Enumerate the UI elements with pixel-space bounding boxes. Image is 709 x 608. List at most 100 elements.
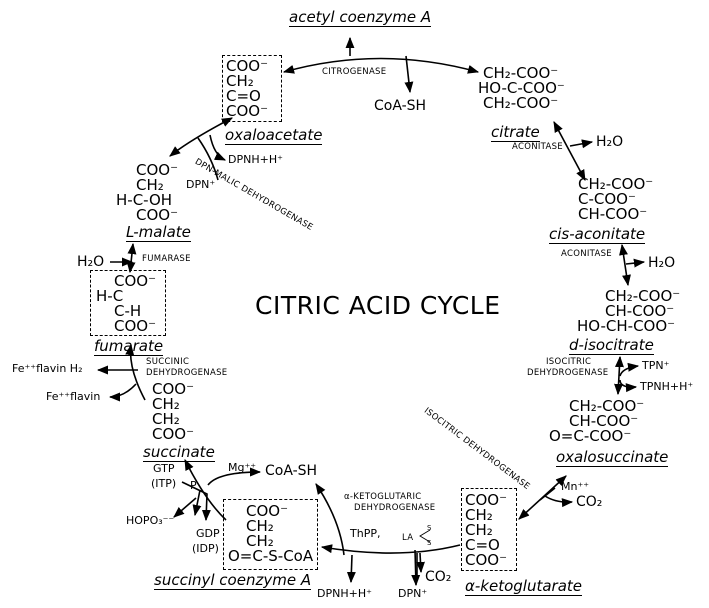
co2-bottom-out-arrow bbox=[415, 552, 425, 574]
label-d-isocitrate: d-isocitrate bbox=[569, 336, 654, 355]
formula-line: CH-COO⁻ bbox=[569, 412, 639, 430]
label-succinyl-coa: succinyl coenzyme A bbox=[154, 571, 312, 590]
succinyl-succinate-arrow bbox=[184, 458, 227, 521]
formula-line: COO⁻ bbox=[136, 206, 179, 224]
enzyme-akg-dh-1: α-KETOGLUTARIC bbox=[344, 492, 422, 502]
formula-line: COO⁻ bbox=[226, 102, 269, 120]
formula-line: C=O bbox=[226, 87, 261, 105]
hopo3-arrow bbox=[173, 497, 197, 518]
cofactor-dpnh-left: DPNH+H⁺ bbox=[228, 153, 283, 166]
dpnh-left-out-arrow bbox=[209, 134, 227, 161]
fumarate-box bbox=[90, 270, 166, 336]
formula-line: COO⁻ bbox=[136, 161, 179, 179]
malate-oxaloacetate-arrow bbox=[169, 117, 233, 157]
formula-line: CH₂ bbox=[246, 532, 274, 550]
formula-line: CH-COO⁻ bbox=[605, 302, 675, 320]
cofactor-fad-h2: Fe⁺⁺flavin H₂ bbox=[12, 362, 83, 375]
dpnh-out-arrow bbox=[346, 554, 356, 584]
formula-alpha-ketoglutarate: COO⁻ CH₂ CH₂ C=O COO⁻ bbox=[465, 493, 507, 568]
la-sulfur-1: S bbox=[427, 524, 432, 532]
enzyme-fumarase: FUMARASE bbox=[142, 254, 191, 264]
formula-line: CH₂-COO⁻ bbox=[483, 64, 559, 82]
formula-oxalosuccinate: CH₂-COO⁻ CH-COO⁻ O=C-COO⁻ bbox=[549, 399, 644, 444]
fumarate-malate-arrow bbox=[126, 242, 137, 274]
enzyme-citrogenase: CITROGENASE bbox=[322, 67, 387, 77]
formula-line: CH₂ bbox=[136, 176, 164, 194]
enzyme-akg-dh-2: DEHYDROGENASE bbox=[354, 503, 436, 513]
cofactor-dpnh-bottom: DPNH+H⁺ bbox=[317, 587, 372, 600]
enzyme-succinic-dh-2: DEHYDROGENASE bbox=[146, 368, 228, 378]
formula-line: COO⁻ bbox=[226, 57, 269, 75]
coa-sh-in-arrow bbox=[315, 483, 345, 556]
alpha-ketoglutarate-box bbox=[461, 488, 517, 571]
formula-d-isocitrate: CH₂-COO⁻ CH-COO⁻ HO-CH-COO⁻ bbox=[577, 289, 680, 334]
formula-oxaloacetate: COO⁻ CH₂ C=O COO⁻ bbox=[226, 59, 268, 119]
cofactor-h2o-fumarate: H₂O bbox=[77, 254, 105, 270]
lipoic-acid-glyph bbox=[419, 529, 431, 543]
label-alpha-ketoglutarate: α-ketoglutarate bbox=[465, 577, 583, 596]
enzyme-aconitase-2: ACONITASE bbox=[561, 249, 612, 259]
formula-l-malate: COO⁻ CH₂ H-C-OH COO⁻ bbox=[116, 163, 178, 223]
formula-line: COO⁻ bbox=[114, 272, 157, 290]
formula-line: COO⁻ bbox=[152, 380, 195, 398]
aconitate-h2o-arrow bbox=[625, 258, 646, 268]
formula-line: H-C-OH bbox=[116, 191, 173, 209]
isocitrate-oxalosuccinate-arrow bbox=[614, 355, 624, 396]
dpn-left-in-arrow bbox=[197, 137, 219, 181]
cofactor-itp: (ITP) bbox=[151, 477, 177, 490]
formula-line: CH₂-COO⁻ bbox=[605, 287, 681, 305]
formula-line: CH₂ bbox=[246, 517, 274, 535]
label-l-malate: L-malate bbox=[126, 223, 191, 242]
enzyme-succinic-dh-1: SUCCINIC bbox=[146, 357, 190, 367]
cofactor-mn: Mn⁺⁺ bbox=[561, 480, 590, 493]
enzyme-isocitric-dh-1: ISOCITRIC bbox=[546, 357, 592, 367]
label-citrate: citrate bbox=[491, 123, 540, 142]
page-title: CITRIC ACID CYCLE bbox=[255, 291, 501, 320]
label-succinate: succinate bbox=[143, 443, 215, 462]
formula-line: COO⁻ bbox=[465, 491, 508, 509]
formula-line: CH₂-COO⁻ bbox=[483, 94, 559, 112]
citrate-h2o-arrow bbox=[569, 139, 594, 149]
formula-line: H-C bbox=[96, 287, 124, 305]
coa-sh-bottom-out-arrow bbox=[207, 467, 262, 486]
fad-in-arrow bbox=[108, 383, 137, 402]
tpnh-out-arrow bbox=[619, 379, 638, 393]
formula-line: COO⁻ bbox=[246, 502, 289, 520]
formula-line: CH₂ bbox=[152, 410, 180, 428]
formula-line: C-H bbox=[114, 302, 142, 320]
enzyme-aconitase-1: ACONITASE bbox=[512, 142, 563, 152]
cofactor-h2o-citrate: H₂O bbox=[596, 134, 624, 150]
formula-succinyl-coa: COO⁻ CH₂ CH₂ O=C-S-CoA bbox=[228, 504, 313, 564]
label-acetyl-coa: acetyl coenzyme A bbox=[289, 8, 432, 27]
formula-line: COO⁻ bbox=[114, 317, 157, 335]
formula-citrate: CH₂-COO⁻ HO-C-COO⁻ CH₂-COO⁻ bbox=[478, 66, 565, 111]
cofactor-tpnh: TPNH+H⁺ bbox=[640, 380, 694, 393]
la-sulfur-2: S bbox=[427, 539, 432, 547]
cofactor-co2-right: CO₂ bbox=[576, 494, 603, 510]
formula-line: CH₂ bbox=[152, 395, 180, 413]
formula-line: C-COO⁻ bbox=[578, 190, 636, 208]
mn-link bbox=[539, 487, 556, 501]
gtp-gdp-arrow bbox=[181, 481, 211, 522]
label-cis-aconitate: cis-aconitate bbox=[549, 225, 646, 244]
cofactor-gdp: GDP bbox=[196, 527, 220, 540]
aconitate-isocitrate-arrow bbox=[619, 243, 631, 287]
cofactor-gtp: GTP bbox=[153, 462, 175, 475]
cofactor-h2o-aconitate: H₂O bbox=[648, 255, 676, 271]
cofactor-coa-sh-top: CoA-SH bbox=[374, 98, 427, 114]
tpn-in-arrow bbox=[619, 362, 640, 377]
formula-line: O=C-S-CoA bbox=[228, 547, 314, 565]
cofactor-dpn-bottom: DPN⁺ bbox=[398, 587, 428, 600]
cofactor-fad: Fe⁺⁺flavin bbox=[46, 390, 101, 403]
formula-line: COO⁻ bbox=[152, 425, 195, 443]
formula-succinate: COO⁻ CH₂ CH₂ COO⁻ bbox=[152, 382, 194, 442]
cofactor-co2-bottom: CO₂ bbox=[425, 569, 452, 585]
coa-sh-out-arrow bbox=[404, 55, 414, 94]
succinyl-coa-box bbox=[223, 499, 318, 570]
cofactor-p: P bbox=[190, 479, 197, 492]
cofactor-idp: (IDP) bbox=[192, 542, 219, 555]
formula-line: CH₂ bbox=[465, 521, 493, 539]
co2-out-arrow bbox=[544, 495, 574, 508]
citrate-aconitate-arrow bbox=[553, 121, 586, 181]
